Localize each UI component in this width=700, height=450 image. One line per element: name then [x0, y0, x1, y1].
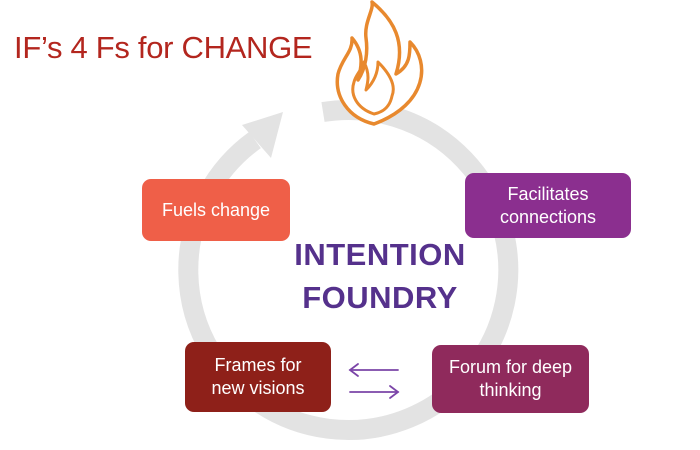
box-fuels-change-label: Fuels change [161, 199, 271, 220]
box-frames-new-visions: Frames for new visions [185, 342, 331, 412]
box-facilitates-connections-label: Facilitates connections [499, 183, 597, 227]
slide-title: IF’s 4 Fs for CHANGE [14, 30, 313, 65]
center-label-line-2: FOUNDRY [302, 280, 458, 315]
box-facilitates-connections: Facilitates connections [465, 173, 631, 238]
box-forum-deep-thinking: Forum for deep thinking [432, 345, 589, 413]
flame-icon [335, 0, 424, 126]
center-label-line-1: INTENTION [294, 237, 466, 272]
box-forum-deep-thinking-label: Forum for deep thinking [448, 357, 573, 400]
box-frames-new-visions-label: Frames for new visions [211, 355, 305, 398]
box-fuels-change: Fuels change [142, 179, 290, 241]
cycle-arrow [178, 100, 519, 440]
center-label: INTENTION FOUNDRY [270, 233, 490, 319]
exchange-arrows-icon [348, 363, 400, 399]
